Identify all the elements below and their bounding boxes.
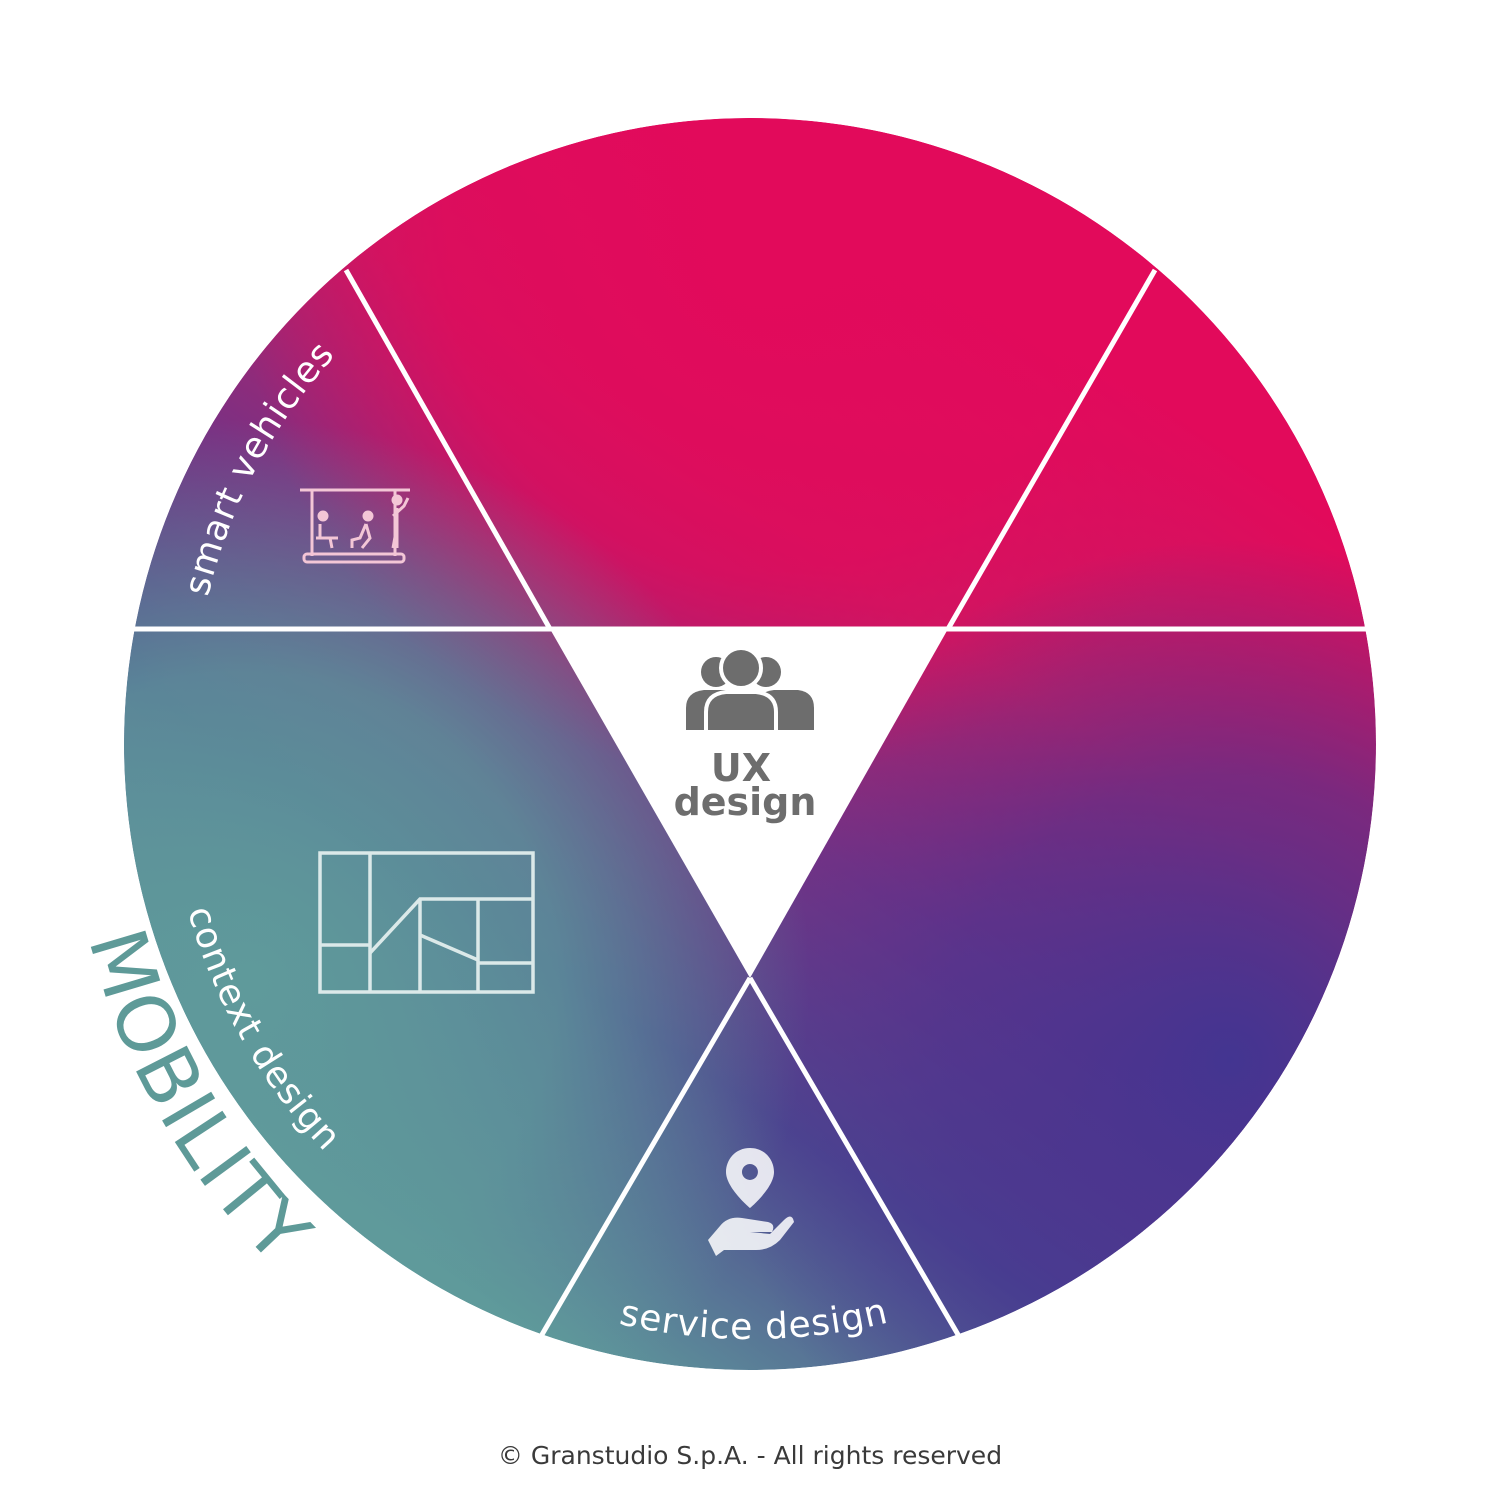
floor-plan-icon	[318, 851, 535, 994]
vehicle-cabin-icon	[300, 488, 410, 564]
user-group-icon	[686, 646, 814, 734]
copyright-notice: © Granstudio S.p.A. - All rights reserve…	[497, 1441, 1003, 1470]
center-label-line1: UX	[711, 746, 771, 790]
location-hand-icon	[708, 1148, 794, 1256]
center-triangle	[550, 629, 948, 978]
center-label-line2: design	[674, 780, 817, 824]
